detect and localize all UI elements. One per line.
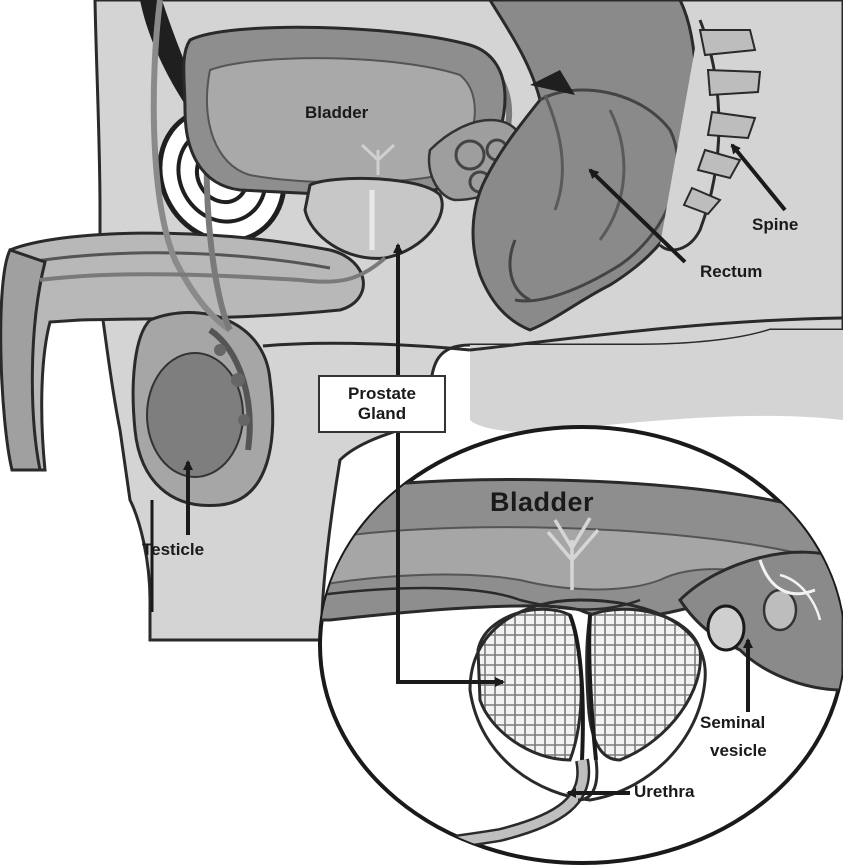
prostate-gland-label-box: Prostate Gland	[318, 375, 446, 433]
rectum-label: Rectum	[700, 263, 762, 281]
bladder-label-inset: Bladder	[490, 488, 594, 516]
spine-label: Spine	[752, 216, 798, 234]
prostate-label-line2: Gland	[358, 404, 406, 424]
seminal-vesicle-label-line2: vesicle	[710, 742, 767, 760]
prostate-label-line1: Prostate	[348, 384, 416, 404]
seminal-vesicle-label-line1: Seminal	[700, 714, 765, 732]
urethra-label: Urethra	[634, 783, 694, 801]
testicle-label: Testicle	[142, 541, 204, 559]
bladder-label-top: Bladder	[305, 104, 368, 122]
